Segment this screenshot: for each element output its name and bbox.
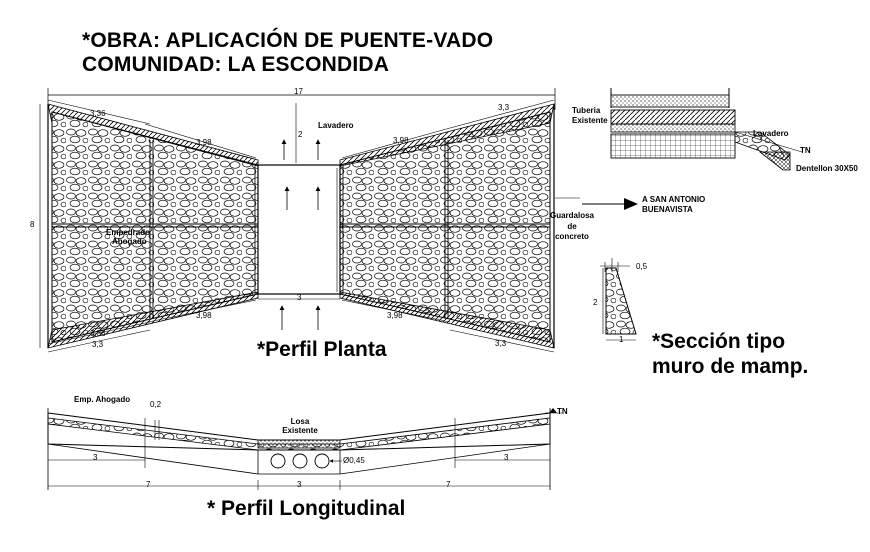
dim-top-left: 3,36 xyxy=(90,109,106,118)
pipe-diameter-label: Ø0,45 xyxy=(343,456,365,465)
dim-bottom-right: 3,3 xyxy=(495,339,507,348)
community-title: COMUNIDAD: LA ESCONDIDA xyxy=(82,53,390,76)
dim-bottom-left-a: 3,36 xyxy=(90,329,106,338)
plan-heading: *Perfil Planta xyxy=(257,338,387,361)
dim-right: 7 xyxy=(446,480,451,489)
wall-heading-1: *Sección tipo xyxy=(652,330,786,353)
dim-center: 3 xyxy=(297,480,302,489)
direction-line-2: BUENAVISTA xyxy=(642,205,693,214)
detail-lavadero-label: Lavadero xyxy=(753,129,789,138)
dim-left-inner: 3 xyxy=(93,453,98,462)
dim-thickness: 0,2 xyxy=(150,400,162,409)
direction-line-1: A SAN ANTONIO xyxy=(642,195,706,204)
wall-heading-2: muro de mamp. xyxy=(652,355,809,378)
wall-dim-top: 0,5 xyxy=(636,262,648,271)
losa-label-2: Existente xyxy=(282,426,318,435)
dim-center-height: 4 xyxy=(339,222,344,231)
empedrado-label-2: Ahogado xyxy=(112,237,147,246)
wall-section xyxy=(600,258,637,341)
guardalosa-label-1: Guardalosa xyxy=(549,211,594,220)
tuberia-label-2: Existente xyxy=(572,116,608,125)
losa-label-1: Losa xyxy=(290,417,310,426)
direction-arrow xyxy=(582,198,638,210)
plan-view xyxy=(39,88,580,353)
dim-bottom-mid-left: 3,98 xyxy=(196,311,212,320)
tuberia-label-1: Tuberia xyxy=(572,106,601,115)
dim-center-width: 3 xyxy=(297,293,302,302)
dim-lavadero-depth: 2 xyxy=(298,130,303,139)
dim-right-inner: 3 xyxy=(504,453,509,462)
detail-tn-label: TN xyxy=(800,146,811,155)
long-heading: * Perfil Longitudinal xyxy=(207,497,406,520)
drainage-detail xyxy=(610,88,803,171)
dim-top-mid-left: 3,98 xyxy=(196,138,212,147)
dim-left: 7 xyxy=(146,480,151,489)
guardalosa-label-2: de xyxy=(567,222,577,231)
longitudinal-profile xyxy=(47,408,562,490)
wall-dim-height: 2 xyxy=(593,298,598,307)
dim-total: 17 xyxy=(294,87,303,96)
guardalosa-label-3: concreto xyxy=(555,232,589,241)
empedrado-label-1: Empedrado xyxy=(106,228,151,237)
dim-height: 8 xyxy=(30,220,35,229)
long-tn-label: TN xyxy=(557,407,568,416)
lavadero-label: Lavadero xyxy=(318,121,354,130)
dentellon-label: Dentellon 30X50 xyxy=(796,164,858,173)
emp-label: Emp. Ahogado xyxy=(74,395,131,404)
dim-top-right: 3,3 xyxy=(498,103,510,112)
project-title: *OBRA: APLICACIÓN DE PUENTE-VADO xyxy=(82,29,494,52)
dim-top-mid-right: 3,98 xyxy=(393,136,409,145)
dim-bottom-mid-right: 3,98 xyxy=(387,311,403,320)
dim-bottom-left-b: 3,3 xyxy=(92,340,104,349)
wall-dim-base: 1 xyxy=(619,335,624,344)
